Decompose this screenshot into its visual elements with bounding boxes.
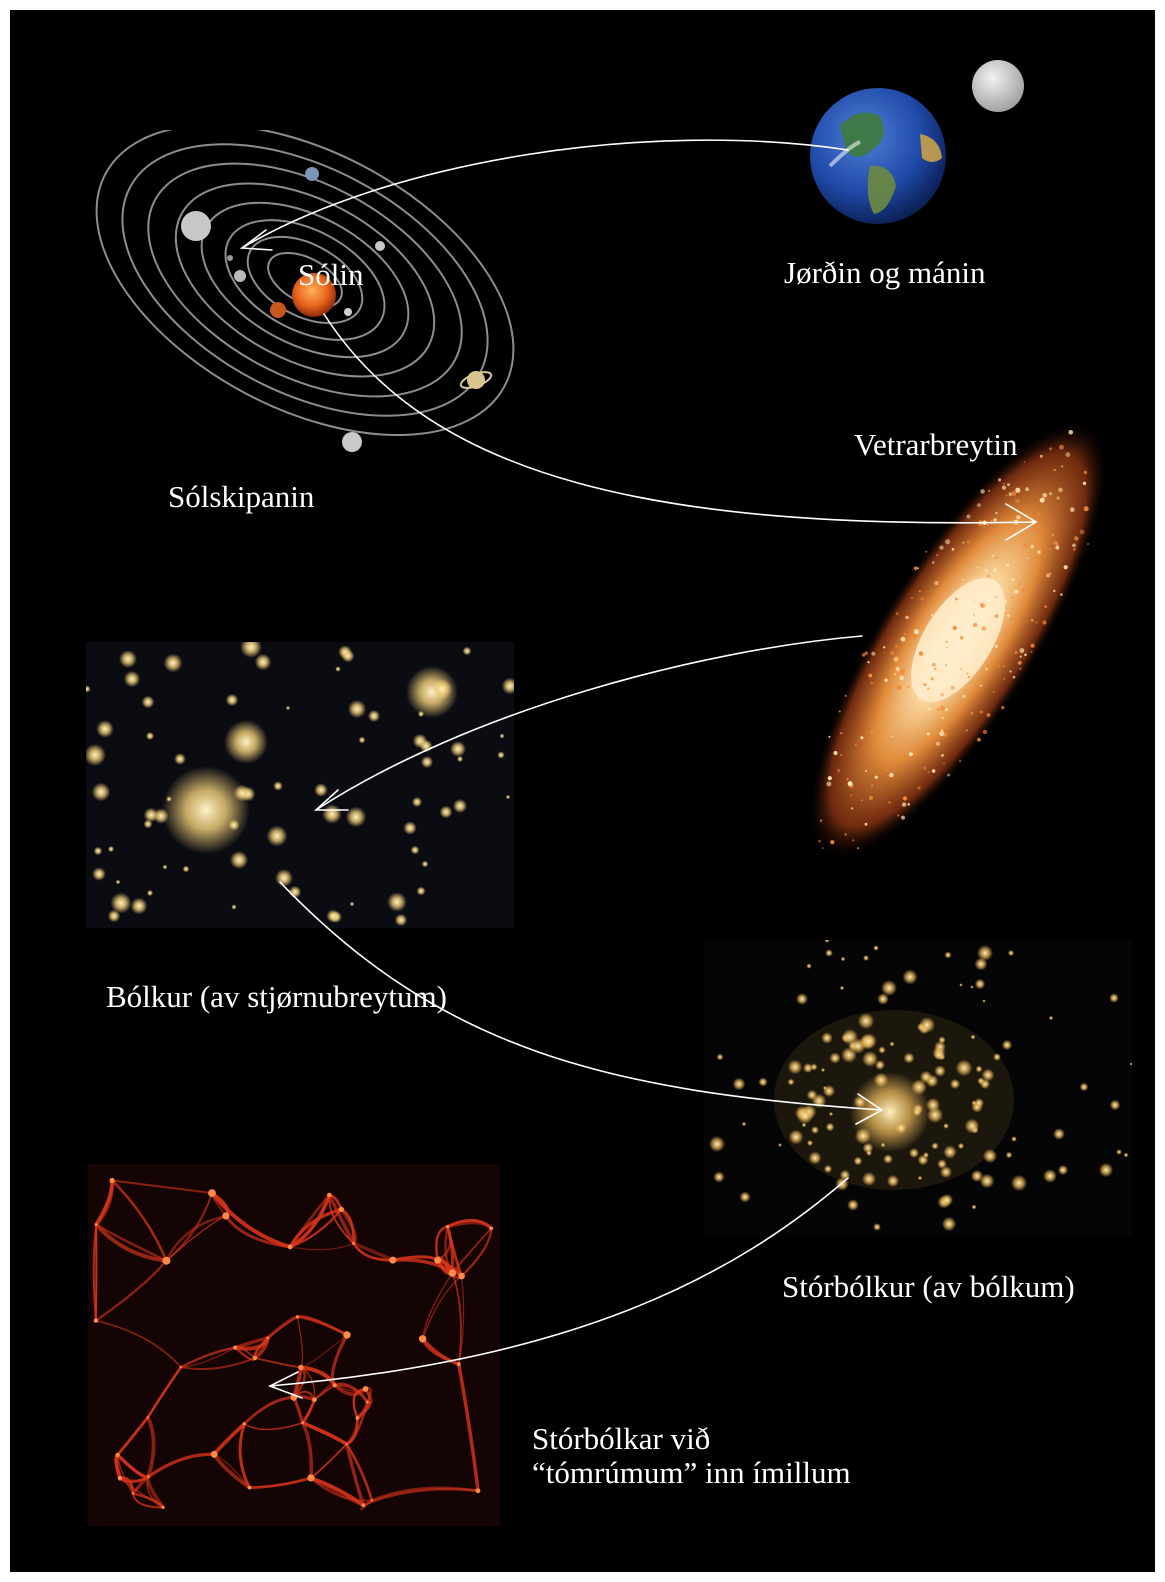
- arrows-overlay: [239, 139, 1038, 1399]
- arrow-galaxy-to-cluster: [315, 635, 863, 811]
- arrow-earth-to-sun: [241, 139, 849, 249]
- galaxy-image: [746, 370, 1142, 886]
- solar-system-image: [90, 130, 520, 470]
- arrow-sun-to-galaxy: [323, 313, 1037, 524]
- cosmic-scale-diagram: Sólin Jørðin og mánin Sólskipanin Vetrar…: [10, 10, 1155, 1572]
- cosmic-web-image: [88, 1164, 500, 1526]
- label-cosmic-web-line1: Stórbólkar við: [532, 1421, 711, 1456]
- moon-icon: [972, 60, 1024, 112]
- label-solar-system: Sólskipanin: [168, 479, 315, 514]
- label-earth-moon: Jørðin og mánin: [784, 255, 986, 290]
- label-cosmic-web-line2: “tómrúmum” inn ímillum: [532, 1455, 851, 1490]
- arrow-supercluster-to-web: [269, 1177, 849, 1387]
- arrowhead-sun: [239, 229, 273, 251]
- arrowhead-cluster: [313, 789, 349, 811]
- arrowhead-web: [268, 1371, 303, 1399]
- arrow-cluster-to-supercluster: [279, 881, 883, 1111]
- label-supercluster: Stórbólkur (av bólkum): [782, 1269, 1075, 1304]
- label-sun: Sólin: [298, 257, 364, 292]
- galaxy-cluster-image: [86, 642, 514, 928]
- arrowhead-galaxy: [1005, 503, 1038, 541]
- earth-and-moon-image: [800, 46, 1030, 236]
- supercluster-image: [704, 940, 1132, 1236]
- arrowhead-supercluster: [855, 1093, 884, 1125]
- label-cluster: Bólkur (av stjørnubreytum): [106, 979, 447, 1014]
- label-galaxy: Vetrarbreytin: [854, 427, 1018, 462]
